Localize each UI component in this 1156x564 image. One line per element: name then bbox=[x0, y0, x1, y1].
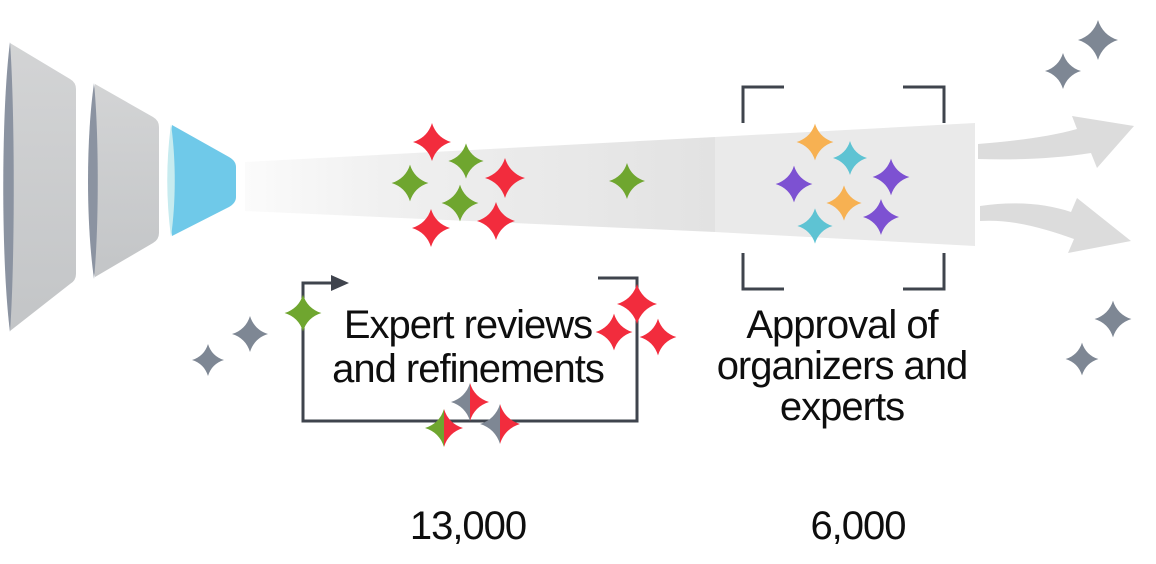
output-arrow-down-icon bbox=[980, 198, 1131, 253]
approval-stage-label: Approval of organizers and experts bbox=[716, 303, 969, 429]
submissions-count: 13,000 submissions bbox=[318, 460, 618, 564]
bracket-top-left-icon bbox=[741, 85, 784, 123]
beam-segment-approval bbox=[715, 123, 975, 246]
funnel-nozzle bbox=[169, 125, 236, 236]
review-loop-arrowhead-icon bbox=[331, 275, 349, 291]
output-arrow-up-icon bbox=[978, 116, 1134, 168]
funnel-segment-2 bbox=[90, 84, 159, 277]
funnel-segment-2-edge bbox=[88, 83, 98, 279]
loop-sparkle-icon bbox=[639, 318, 677, 356]
candidates-count-value: 6,000 bbox=[810, 504, 906, 548]
review-stage-label: Expert reviews and refinements bbox=[332, 303, 605, 391]
rejected-sparkle-icon bbox=[1065, 342, 1099, 376]
funnel-segment-1-edge bbox=[3, 42, 14, 332]
bracket-bottom-left-icon bbox=[741, 253, 784, 291]
rejected-sparkle-icon bbox=[1078, 20, 1118, 60]
funnel-nozzle-edge bbox=[167, 124, 175, 237]
rejected-sparkle-icon bbox=[192, 344, 224, 376]
rejected-sparkle-icon bbox=[1094, 300, 1132, 338]
bracket-bottom-right-icon bbox=[903, 253, 946, 291]
beam-segment-review bbox=[245, 137, 715, 232]
transition-sparkle-icon bbox=[480, 404, 520, 444]
rejected-sparkle-icon bbox=[232, 316, 268, 352]
submissions-count-value: 13,000 bbox=[409, 504, 527, 548]
rejected-sparkle-icon bbox=[1045, 53, 1081, 89]
candidates-count: 6,000 candidates bbox=[708, 460, 1008, 564]
transition-sparkle-icon bbox=[425, 409, 463, 447]
review-loop-arrow-icon bbox=[301, 276, 639, 423]
funnel-segment-1 bbox=[4, 43, 76, 331]
bracket-top-right-icon bbox=[903, 85, 946, 123]
